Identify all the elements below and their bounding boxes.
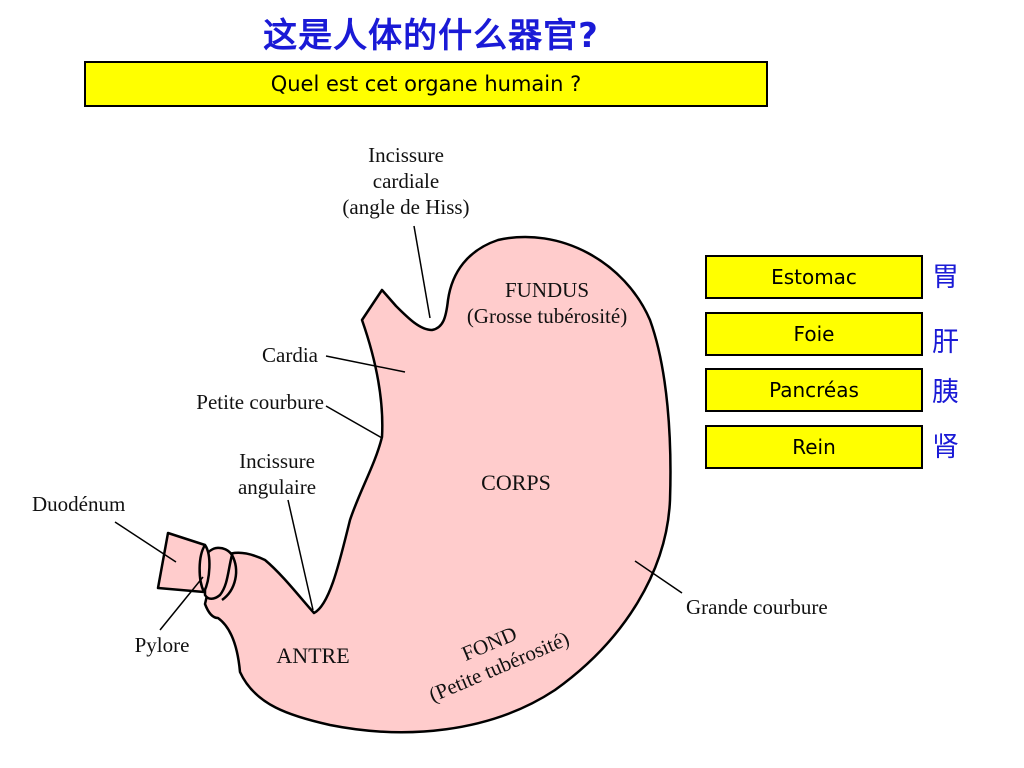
label-fundus: FUNDUS: [505, 278, 589, 302]
choice-rein-chinese: 肾: [932, 432, 959, 463]
choice-rein-button[interactable]: Rein: [705, 425, 923, 469]
label-antre: ANTRE: [276, 643, 349, 668]
label-incissure-cardiale-3: (angle de Hiss): [342, 195, 469, 219]
label-cardia: Cardia: [262, 343, 319, 367]
choice-foie-label: Foie: [793, 322, 835, 346]
question-subtitle-text: Quel est cet organe humain ?: [270, 72, 582, 96]
choice-rein-label: Rein: [792, 435, 836, 459]
question-title-chinese: 这是人体的什么器官?: [263, 16, 599, 56]
choice-foie-button[interactable]: Foie: [705, 312, 923, 356]
choice-pancreas-button[interactable]: Pancréas: [705, 368, 923, 412]
choice-estomac-chinese: 胃: [932, 262, 959, 293]
label-incissure-angulaire-2: angulaire: [238, 475, 316, 499]
stomach-shape: [203, 235, 672, 734]
label-fundus-sub: (Grosse tubérosité): [467, 304, 627, 328]
label-corps: CORPS: [481, 470, 551, 495]
question-subtitle-french: Quel est cet organe humain ?: [84, 61, 768, 107]
label-pylore: Pylore: [135, 633, 190, 657]
pylorus-shape: [203, 546, 234, 600]
choice-estomac-label: Estomac: [771, 265, 857, 289]
leader-lines: [114, 225, 683, 631]
choice-estomac-button[interactable]: Estomac: [705, 255, 923, 299]
choice-foie-chinese: 肝: [932, 327, 959, 358]
pylorus-sphincter: [198, 544, 238, 602]
choice-pancreas-chinese: 胰: [932, 377, 959, 408]
label-grande-courbure: Grande courbure: [686, 595, 828, 619]
choice-pancreas-label: Pancréas: [769, 378, 859, 402]
label-incissure-cardiale-1: Incissure: [368, 143, 444, 167]
label-incissure-cardiale-2: cardiale: [373, 169, 439, 193]
label-petite-courbure: Petite courbure: [196, 390, 324, 414]
label-duodenum: Duodénum: [32, 492, 125, 516]
label-incissure-angulaire-1: Incissure: [239, 449, 315, 473]
